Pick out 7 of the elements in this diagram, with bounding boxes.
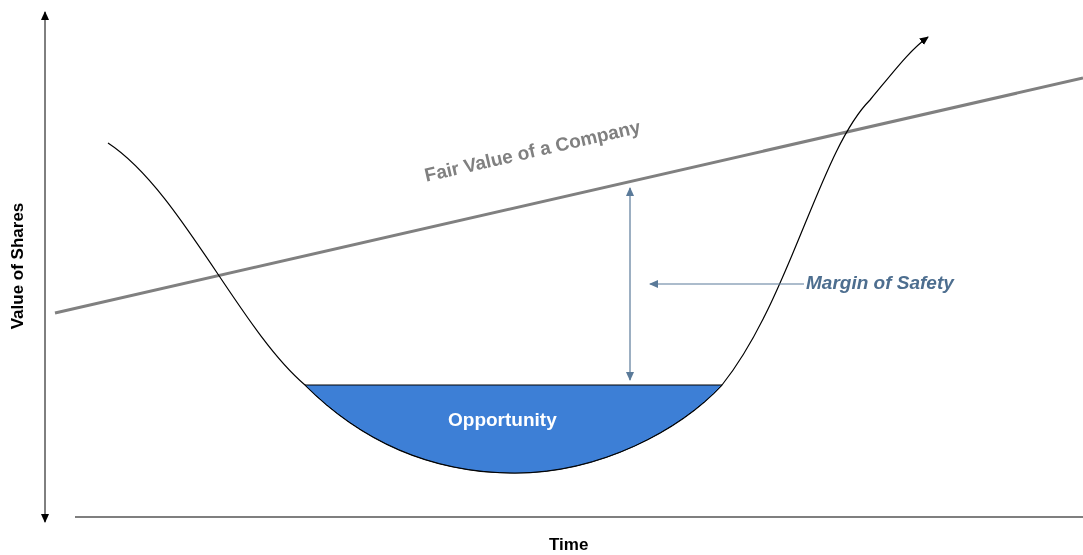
- area-label: Opportunity: [448, 409, 557, 431]
- axis-title: Value of Shares: [8, 201, 28, 331]
- line-label: Fair Value of a Company: [422, 116, 643, 187]
- leader-line: [649, 280, 805, 288]
- axis-title: Time: [549, 535, 589, 555]
- callout-label: Margin of Safety: [806, 272, 954, 294]
- dimension-line: [626, 187, 634, 381]
